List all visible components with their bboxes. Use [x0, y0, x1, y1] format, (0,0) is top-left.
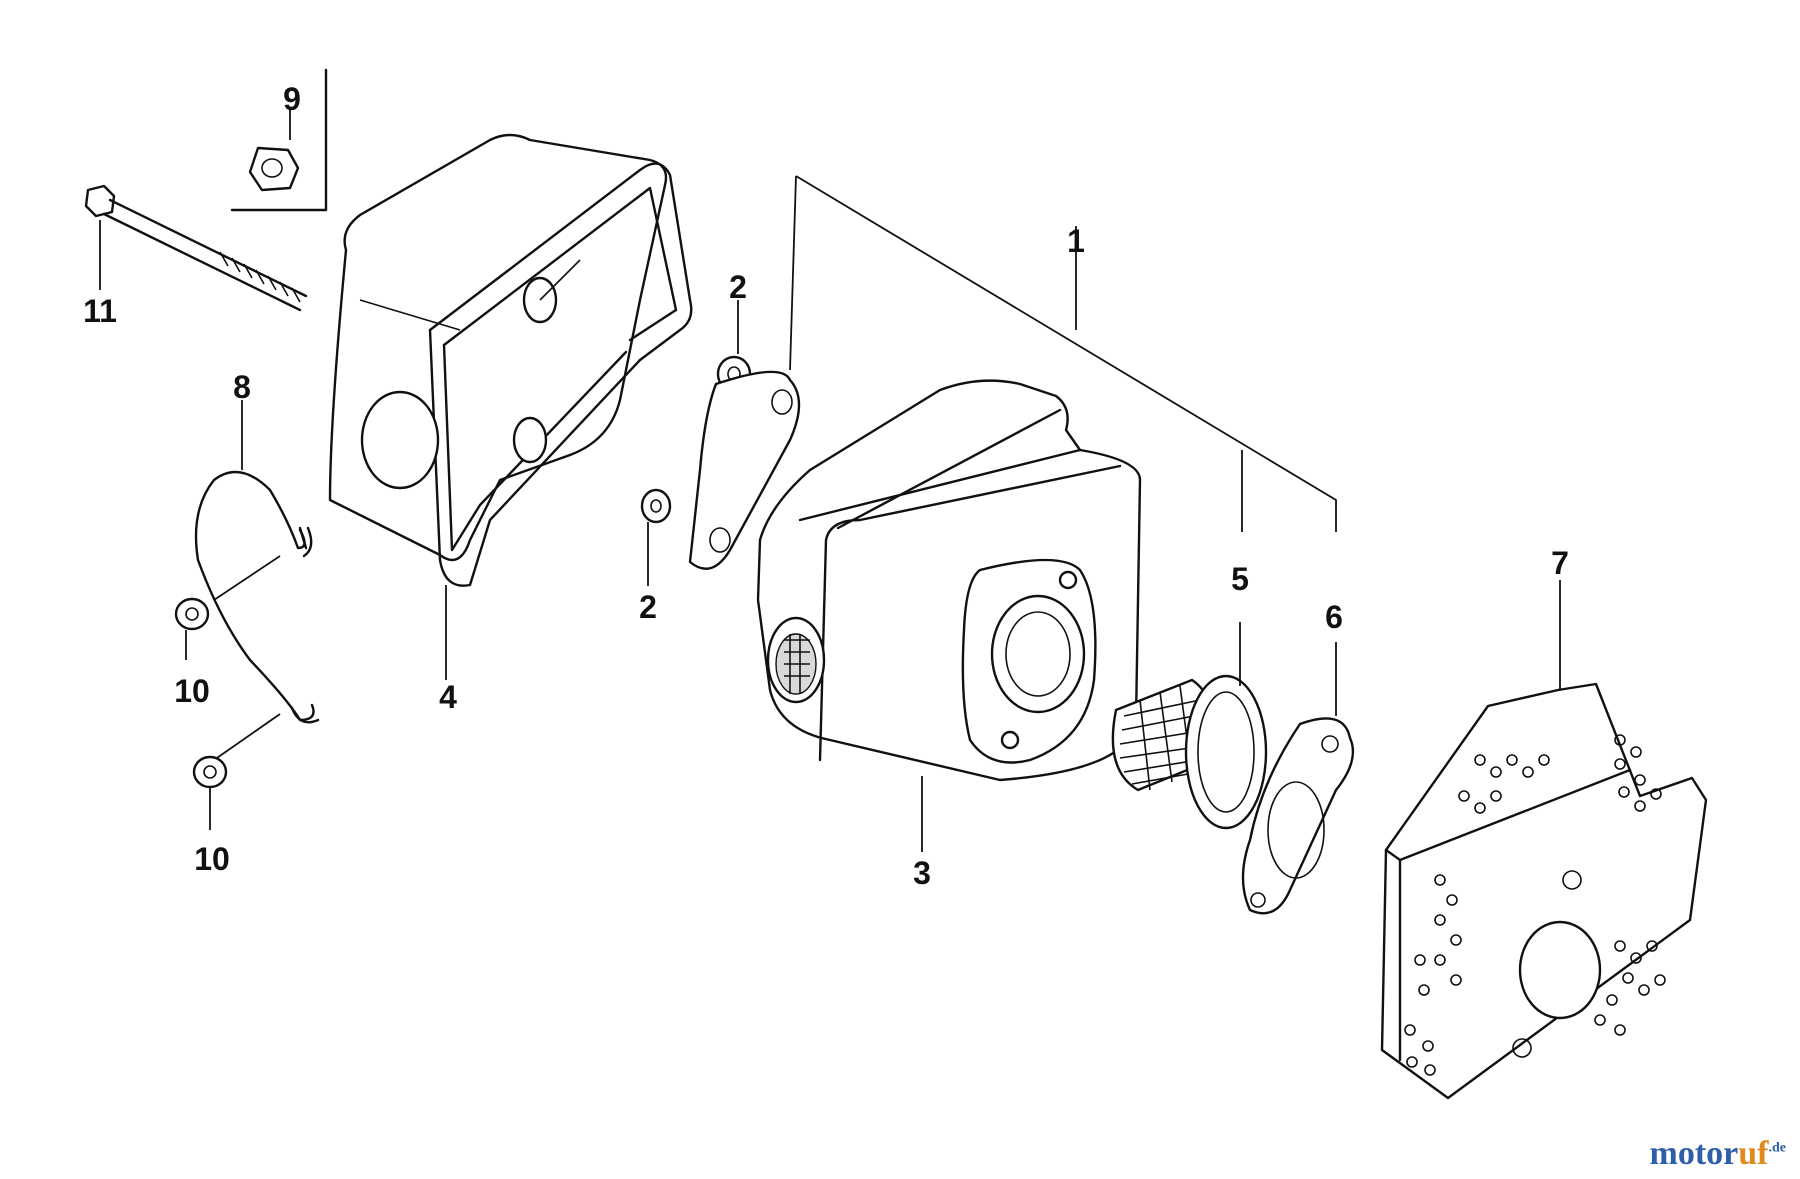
part-11-bolt	[84, 184, 308, 312]
watermark-suffix: .de	[1768, 1140, 1787, 1156]
exhaust-gasket-plate	[688, 370, 801, 570]
watermark-text-main: motor	[1649, 1135, 1739, 1172]
callout-2-upper: 2	[729, 269, 747, 305]
part-3-muffler-body	[756, 379, 1142, 852]
callout-10-upper: 10	[174, 673, 210, 709]
watermark-text-accent: uf	[1738, 1135, 1769, 1172]
part-5-spark-arrester	[1111, 622, 1268, 830]
part-10-washer-lower	[192, 755, 228, 830]
callout-1: 1	[1067, 223, 1085, 259]
callout-9: 9	[283, 81, 301, 117]
watermark-logo: motoruf.de	[1650, 1135, 1786, 1173]
part-2-washer-lower	[640, 488, 672, 586]
callout-10-lower: 10	[194, 841, 230, 877]
callout-3: 3	[913, 855, 931, 891]
callout-7: 7	[1551, 545, 1569, 581]
callout-4: 4	[439, 679, 457, 715]
part-4-muffler-cover	[328, 133, 693, 680]
part-10-washer-upper	[174, 597, 210, 660]
part-7-perforated-guard	[1380, 580, 1708, 1100]
callout-5: 5	[1231, 561, 1249, 597]
part-8-spring-clip	[194, 400, 320, 761]
part-9-flange-nut	[230, 68, 328, 212]
guard-perforations	[1404, 734, 1666, 1076]
callout-11: 11	[83, 293, 117, 329]
callout-8: 8	[233, 369, 251, 405]
part-1-assembly-bracket	[789, 175, 1337, 532]
callout-6: 6	[1325, 599, 1343, 635]
part-6-gasket	[1241, 642, 1355, 915]
callout-2-lower: 2	[639, 589, 657, 625]
